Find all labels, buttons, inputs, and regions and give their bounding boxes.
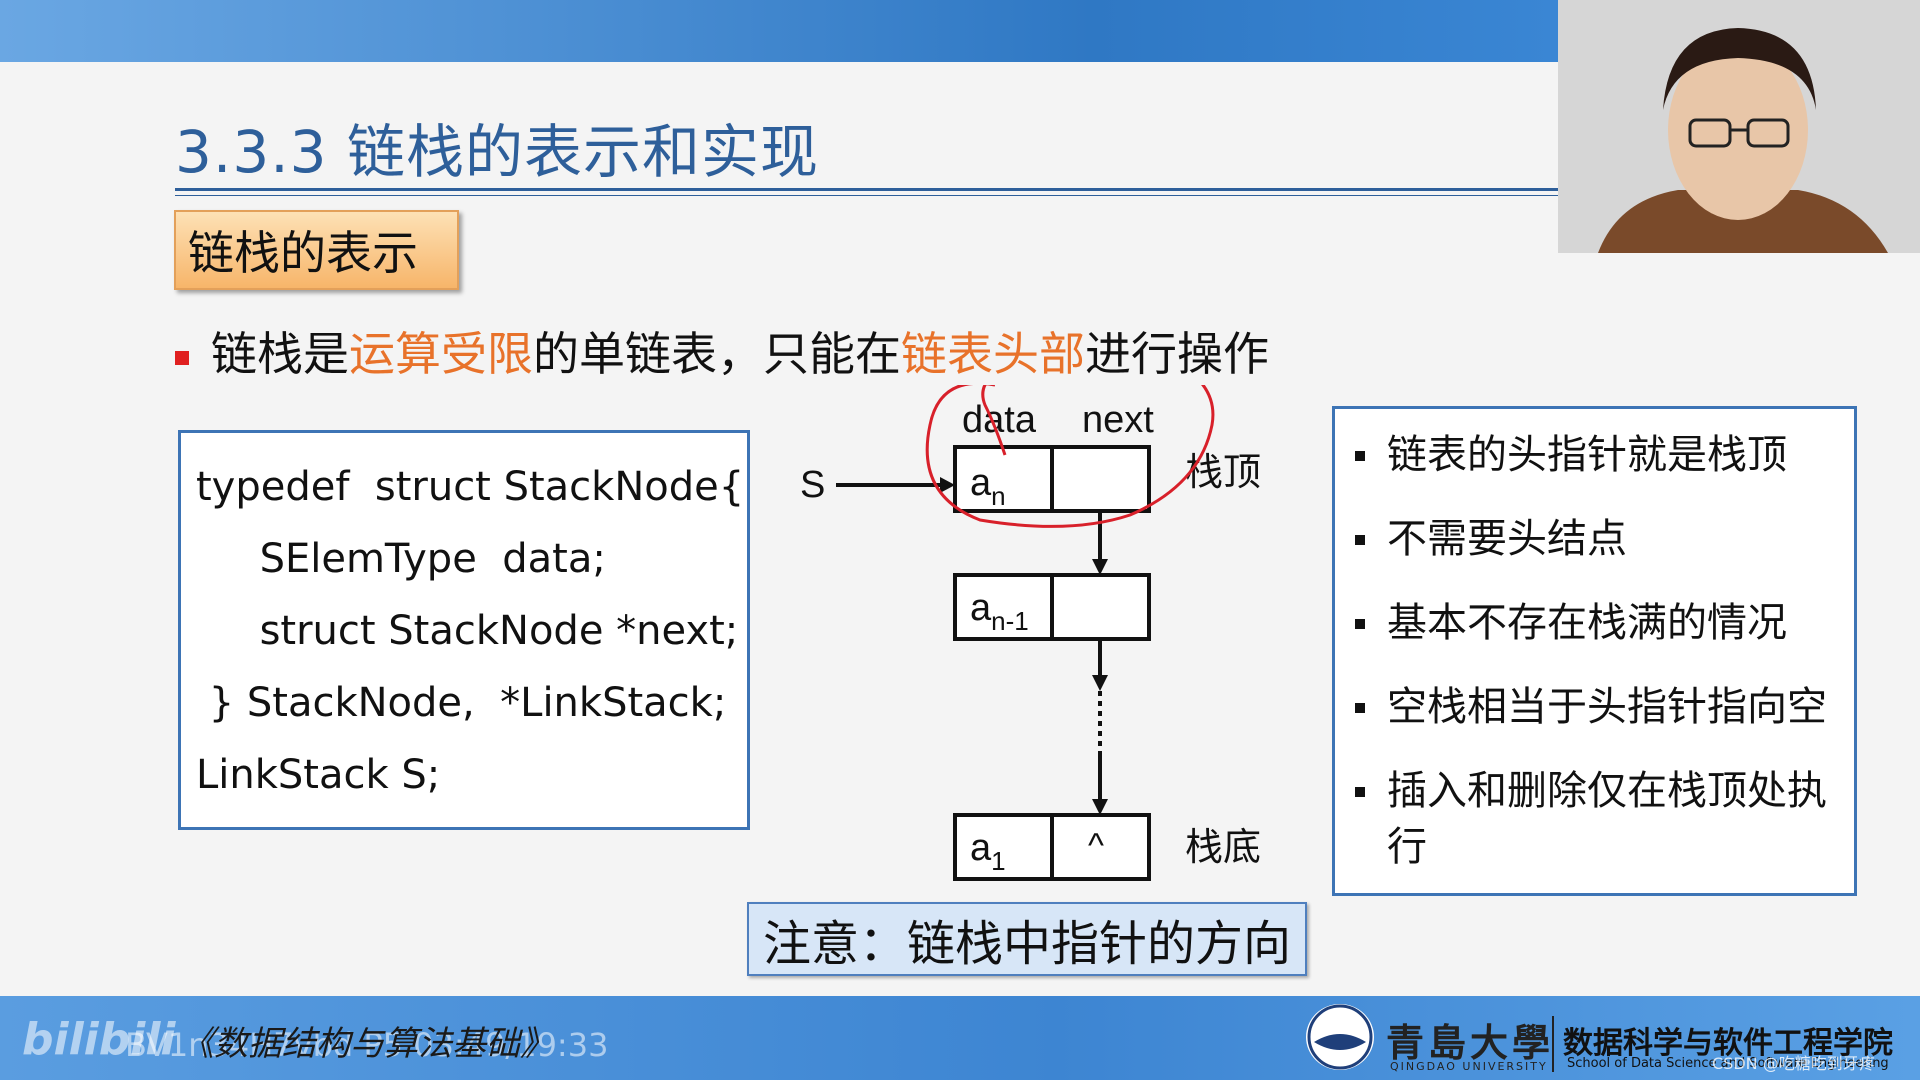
bullet-text-2: 的单链表，只能在 bbox=[533, 327, 901, 381]
key-points-box: 链表的头指针就是栈顶 不需要头结点 基本不存在栈满的情况 空栈相当于头指针指向空… bbox=[1332, 406, 1857, 896]
video-id-overlay: BV1n34H7vbd P5 03:49/19:33 bbox=[125, 1026, 609, 1064]
code-block: typedef struct StackNode{ SElemType data… bbox=[178, 430, 750, 830]
university-name-en: QINGDAO UNIVERSITY bbox=[1390, 1060, 1548, 1073]
bottom-node-next-cell bbox=[1050, 813, 1151, 881]
key-point: 空栈相当于头指针指向空 bbox=[1351, 679, 1838, 735]
key-point: 不需要头结点 bbox=[1351, 511, 1838, 567]
book-title: 《数据结构与算法基础》 bbox=[180, 1024, 554, 1064]
university-name: 青島大學 bbox=[1386, 1020, 1555, 1065]
top-node-value: an bbox=[970, 462, 1006, 511]
second-node-next-cell bbox=[1050, 573, 1151, 641]
bullet-text-3: 进行操作 bbox=[1085, 327, 1269, 381]
webcam-video bbox=[1558, 0, 1920, 253]
pointer-arrowhead bbox=[940, 477, 955, 493]
link-arrowhead-3 bbox=[1092, 799, 1108, 815]
key-point: 插入和删除仅在栈顶处执行 bbox=[1351, 763, 1838, 875]
note-callout: 注意：链栈中指针的方向 bbox=[747, 902, 1307, 976]
footer-divider bbox=[1552, 1016, 1554, 1072]
stack-bottom-label: 栈底 bbox=[1185, 825, 1261, 869]
bullet-highlight-2: 链表头部 bbox=[901, 327, 1085, 381]
section-heading: 链栈的表示 bbox=[174, 210, 459, 290]
title-underline bbox=[175, 188, 1558, 191]
slide-title: 3.3.3 链栈的表示和实现 bbox=[175, 118, 820, 186]
key-point: 链表的头指针就是栈顶 bbox=[1351, 427, 1838, 483]
school-name: 数据科学与软件工程学院 bbox=[1563, 1026, 1893, 1061]
code-line: SElemType data; bbox=[196, 536, 606, 582]
null-pointer: ^ bbox=[1088, 827, 1104, 865]
bullet-marker bbox=[175, 350, 189, 365]
title-underline-thin bbox=[175, 195, 1558, 196]
bullet-highlight-1: 运算受限 bbox=[349, 327, 533, 381]
pointer-s-label: S bbox=[800, 464, 825, 506]
code-line: struct StackNode *next; bbox=[196, 608, 739, 654]
key-point: 基本不存在栈满的情况 bbox=[1351, 595, 1838, 651]
stack-top-label: 栈顶 bbox=[1185, 450, 1261, 494]
university-logo-icon bbox=[1306, 1004, 1374, 1070]
main-bullet: 链栈是运算受限的单链表，只能在链表头部进行操作 bbox=[175, 318, 1269, 384]
bullet-text-1: 链栈是 bbox=[211, 327, 349, 381]
school-name-en: School of Data Science and Software Engi… bbox=[1567, 1056, 1889, 1071]
linked-stack-diagram: data next S an 栈顶 an-1 a1 ^ 栈底 bbox=[800, 385, 1261, 881]
top-node-next-cell bbox=[1050, 445, 1151, 513]
code-line: typedef struct StackNode{ bbox=[196, 464, 745, 510]
csdn-watermark: CSDN @吃糖吃到牙疼 bbox=[1712, 1054, 1875, 1073]
link-arrowhead-2 bbox=[1092, 675, 1108, 691]
bottom-node-value: a1 bbox=[970, 827, 1006, 876]
link-arrowhead-1 bbox=[1092, 559, 1108, 575]
footer-banner bbox=[0, 996, 1920, 1080]
header-data-label: data bbox=[962, 399, 1037, 441]
code-line: LinkStack S; bbox=[196, 752, 441, 798]
header-next-label: next bbox=[1082, 399, 1154, 441]
red-annotation-circle bbox=[925, 385, 1215, 528]
top-banner bbox=[0, 0, 1560, 62]
code-line: } StackNode, *LinkStack; bbox=[196, 680, 727, 726]
bilibili-logo: bilibili bbox=[22, 1014, 176, 1065]
second-node-value: an-1 bbox=[970, 587, 1029, 636]
